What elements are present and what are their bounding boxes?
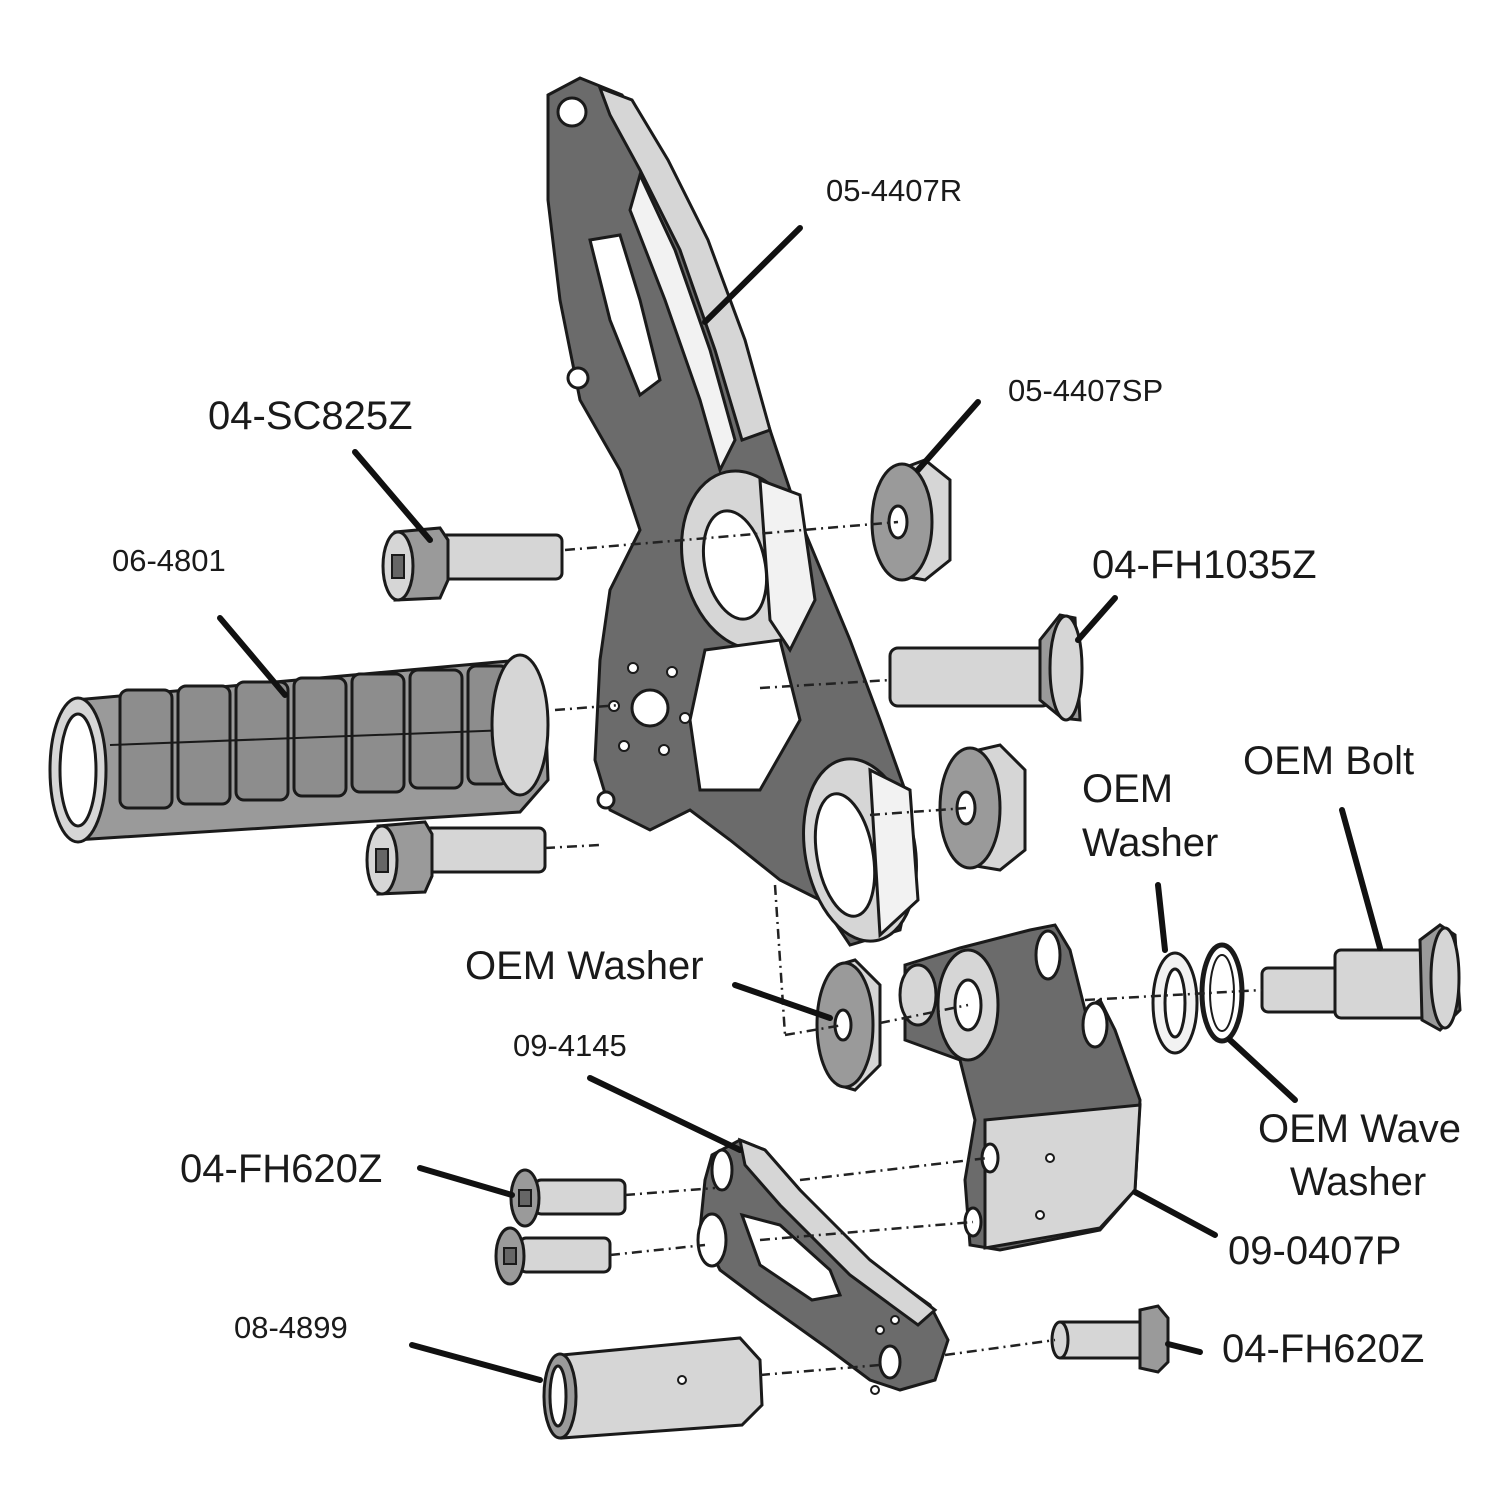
label-link-plate-part-number: 09-4145 [513,1028,627,1063]
leader-bolt-upper [352,449,433,543]
leader-oem-washer-left [732,982,833,1021]
leader-link-plate [587,1075,743,1153]
flat-head-screw-right [1050,1304,1170,1374]
leader-fh620-left [417,1165,515,1198]
label-mount-plate-part-number: 09-0407P [1228,1229,1402,1273]
label-wave-washer-line2: Washer [1289,1160,1427,1204]
socket-cap-bolt-lower [365,820,547,896]
oem-bolt [1260,923,1462,1032]
label-sleeve-part-number: 08-4899 [234,1310,348,1345]
leader-sleeve [409,1342,543,1383]
label-spacer-part-number: 05-4407SP [1008,373,1164,408]
spacer-upper [870,458,952,582]
label-oem-washer-right-line1: OEM [1082,767,1174,811]
spacer-lower [938,743,1027,872]
leader-lines [217,225,1383,1383]
leader-fh1035 [1075,595,1118,643]
label-oem-washer-right-line2: Washer [1082,821,1219,865]
label-wave-washer-line1: OEM Wave [1258,1107,1461,1151]
footpeg [48,653,550,844]
assembly-axes [544,520,1263,1377]
label-flat-head-bolt-part-number: 04-FH1035Z [1092,543,1317,587]
socket-cap-bolt-upper [381,526,564,602]
leader-spacer [915,399,981,473]
leader-oem-bolt [1339,807,1383,951]
leader-mount-plate [1132,1189,1218,1238]
label-footpeg-part-number: 06-4801 [112,543,226,578]
label-flat-head-screw-right-part-number: 04-FH620Z [1222,1327,1425,1371]
flat-head-screw-lower-left [494,1226,612,1286]
label-oem-bolt: OEM Bolt [1243,739,1415,783]
label-flat-head-screw-left-part-number: 04-FH620Z [180,1147,383,1191]
leader-oem-washer-right [1155,882,1168,953]
flat-head-screw-upper-left [509,1168,627,1228]
label-bracket-part-number: 05-4407R [826,173,963,208]
oem-washer-right [1151,951,1199,1055]
sleeve [542,1336,764,1440]
oem-washer-left [815,958,882,1092]
label-upper-bolt-part-number: 04-SC825Z [208,394,413,438]
leader-peg [217,615,288,698]
pivot-mount [898,923,1142,1252]
flat-head-bolt-upper [888,613,1084,722]
label-oem-washer-left: OEM Washer [465,944,704,988]
leader-wave-washer [1227,1037,1298,1103]
link-plate [696,1137,950,1395]
leader-fh620-right [1165,1341,1203,1355]
leader-bracket [702,225,803,325]
